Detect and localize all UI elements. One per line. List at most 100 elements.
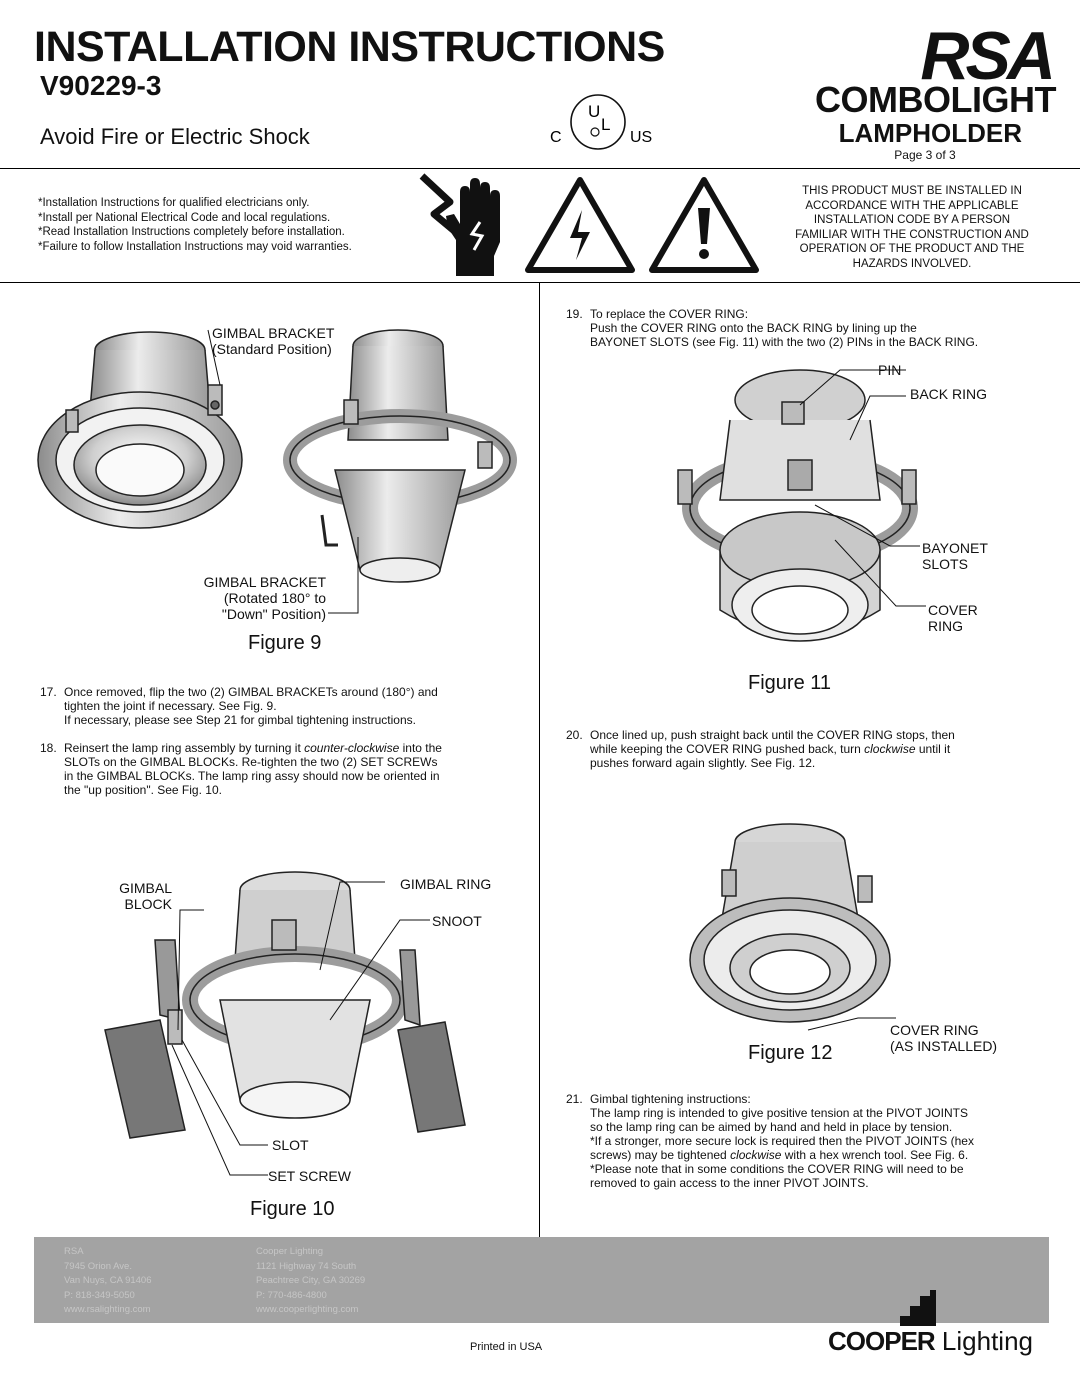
step-line: To replace the COVER RING: (590, 307, 749, 321)
warning-line: FAMILIAR WITH THE CONSTRUCTION AND (795, 228, 1029, 241)
warning-box: THIS PRODUCT MUST BE INSTALLED IN ACCORD… (764, 184, 1060, 271)
printed-in: Printed in USA (470, 1341, 543, 1353)
step-line: If necessary, please see Step 21 for gim… (64, 713, 416, 727)
step-line: The lamp ring is intended to give positi… (590, 1106, 968, 1120)
footer-band: RSA 7945 Orion Ave. Van Nuys, CA 91406 P… (34, 1237, 1049, 1323)
step-emphasis: clockwise (730, 1148, 782, 1162)
step-line: in the GIMBAL BLOCKs. The lamp ring assy… (64, 769, 440, 783)
footer-line: Peachtree City, GA 30269 (256, 1275, 366, 1286)
label-line: GIMBAL BRACKET (212, 325, 335, 341)
label-line: (Standard Position) (212, 341, 332, 357)
footer-line: Van Nuys, CA 91406 (64, 1275, 152, 1286)
label-line: GIMBAL (119, 880, 172, 896)
footer-line: P: 770-486-4800 (256, 1289, 327, 1301)
logo-light: Lighting (941, 1326, 1033, 1356)
step-number: 18. (40, 741, 57, 755)
label-line: BLOCK (124, 896, 172, 912)
label-back-ring: BACK RING (910, 386, 988, 402)
footer-rsa-address: RSA 7945 Orion Ave. Van Nuys, CA 91406 P… (64, 1245, 152, 1318)
intro-note: *Failure to follow Installation Instruct… (38, 240, 352, 253)
step-line: Push the COVER RING onto the BACK RING b… (590, 321, 917, 335)
step-line: SLOTs on the GIMBAL BLOCKs. Re-tighten t… (64, 755, 438, 769)
step-17: 17. Once removed, flip the two (2) GIMBA… (40, 685, 520, 727)
step-text: screws) may be tightened (590, 1148, 731, 1162)
footer-line: 7945 Orion Ave. (64, 1260, 132, 1272)
step-text: until it (915, 742, 951, 756)
label-line: (Rotated 180° to (223, 590, 326, 606)
step-line: *If a stronger, more secure lock is requ… (590, 1134, 974, 1148)
footer-corner-mark-icon (900, 1290, 936, 1326)
step-line: tighten the joint if necessary. See Fig.… (64, 699, 277, 713)
step-19: 19. To replace the COVER RING: Push the … (566, 307, 1056, 349)
model-number: V90229-3 (40, 70, 162, 101)
ul-listing-icon: C U L US (550, 94, 652, 150)
fixture-right (283, 329, 517, 583)
figure-12-caption: Figure 12 (748, 1042, 833, 1064)
logo-bold: COOPER (828, 1326, 936, 1356)
footer-line: Cooper Lighting (256, 1246, 324, 1257)
figure-9-drawing (37, 329, 517, 583)
page-number: Page 3 of 3 (894, 148, 956, 162)
warning-line: INSTALLATION CODE BY A PERSON (813, 214, 1011, 226)
step-21: 21. Gimbal tightening instructions: The … (566, 1092, 1056, 1190)
step-line: Once lined up, push straight back until … (590, 728, 955, 742)
page-title: INSTALLATION INSTRUCTIONS (34, 23, 665, 71)
step-line: Once removed, flip the two (2) GIMBAL BR… (64, 685, 438, 699)
intro-note: *Read Installation Instructions complete… (38, 226, 345, 238)
ul-u: U (588, 102, 600, 121)
label-line: BAYONET (922, 540, 988, 556)
label-gimbal-block: GIMBAL BLOCK (108, 880, 172, 912)
footer-line: www.rsalighting.com (64, 1304, 151, 1315)
label-pin: PIN (878, 362, 902, 378)
shock-hand-icon (419, 173, 500, 276)
intro-notes: *Installation Instructions for qualified… (38, 196, 352, 254)
figure-10-caption: Figure 10 (250, 1198, 335, 1220)
warning-line: ACCORDANCE WITH THE APPLICABLE (805, 199, 1019, 212)
figure-9-caption: Figure 9 (248, 632, 322, 654)
label-bayonet-slots: BAYONET SLOTS (922, 540, 988, 572)
step-20: 20. Once lined up, push straight back un… (566, 728, 1056, 770)
footer-line: P: 818-349-5050 (64, 1289, 135, 1301)
label-line: GIMBAL BRACKET (203, 574, 326, 590)
step-number: 21. (566, 1092, 583, 1106)
label-line: RING (928, 618, 963, 634)
figure-10-drawing (104, 871, 466, 1176)
label-line: (AS INSTALLED) (890, 1038, 998, 1054)
warning-line: OPERATION OF THE PRODUCT AND THE (799, 243, 1025, 255)
warning-line: HAZARDS INVOLVED. (852, 257, 972, 270)
step-number: 19. (566, 307, 583, 321)
label-gimbal-bracket-standard: GIMBAL BRACKET (Standard Position) (212, 325, 334, 357)
step-line: *Please note that in some conditions the… (590, 1162, 964, 1176)
step-line: BAYONET SLOTS (see Fig. 11) with the two… (590, 335, 979, 349)
step-line: while keeping the COVER RING pushed back… (590, 742, 1056, 756)
figure-11-drawing (677, 369, 926, 642)
label-gimbal-ring: GIMBAL RING (400, 876, 492, 892)
label-line: SLOTS (922, 556, 968, 572)
label-line: "Down" Position) (221, 606, 326, 622)
footer-line: www.cooperlighting.com (256, 1304, 359, 1315)
step-line: Gimbal tightening instructions: (590, 1092, 751, 1106)
step-line: the "up position". See Fig. 10. (64, 783, 222, 797)
step-number: 20. (566, 728, 583, 742)
label-cover-ring: COVER RING (928, 602, 978, 634)
product-subtitle: LAMPHOLDER (838, 118, 1022, 148)
fixture-left (37, 331, 243, 529)
label-cover-ring-installed: COVER RING (AS INSTALLED) (890, 1022, 997, 1054)
label-snoot: SNOOT (432, 913, 482, 929)
cooper-lighting-logo: COOPER Lighting (828, 1328, 1033, 1354)
ul-c: C (550, 129, 562, 146)
ul-us: US (630, 129, 652, 146)
label-set-screw: SET SCREW (268, 1168, 351, 1184)
label-line: COVER RING (890, 1022, 979, 1038)
caution-icon (649, 177, 759, 273)
step-number: 17. (40, 685, 57, 699)
step-18: 18. Reinsert the lamp ring assembly by t… (40, 741, 530, 797)
figure-12-drawing (689, 823, 891, 1023)
leader-cover-installed (807, 1017, 896, 1031)
step-emphasis: clockwise (864, 742, 916, 756)
intro-note: *Installation Instructions for qualified… (38, 197, 310, 209)
step-line: pushes forward again slightly. See Fig. … (590, 756, 816, 770)
step-text: with a hex wrench tool. See Fig. 6. (781, 1148, 969, 1162)
label-gimbal-bracket-rotated: GIMBAL BRACKET (Rotated 180° to "Down" P… (186, 574, 326, 622)
warning-line: THIS PRODUCT MUST BE INSTALLED IN (802, 185, 1022, 197)
